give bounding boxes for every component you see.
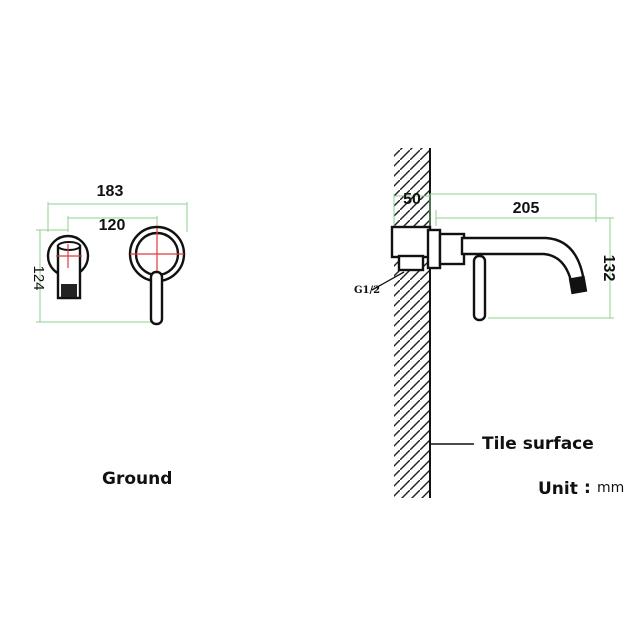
dimension-120: 120 (67, 216, 158, 234)
dim-label-132: 132 (600, 255, 617, 282)
dimension-205: 205 (430, 193, 597, 226)
dimension-132: 132 (488, 217, 617, 319)
side-view: 50 205 132 (354, 148, 624, 499)
handle-side (472, 254, 487, 322)
tile-surface-callout: Tile surface (431, 434, 594, 454)
thread-label: G1/2 (354, 285, 380, 296)
front-view: 183 120 124 (30, 183, 188, 489)
spout-side (460, 236, 588, 295)
unit-note: Unit : mm (538, 478, 624, 499)
handle-front (128, 225, 186, 326)
unit-value: mm (597, 480, 624, 496)
dim-label-120: 120 (99, 217, 126, 234)
tile-surface-label: Tile surface (482, 434, 594, 454)
dim-label-124: 124 (30, 265, 47, 290)
mixer-body (390, 225, 466, 272)
unit-label: Unit (538, 479, 578, 499)
dim-label-205: 205 (513, 200, 540, 217)
ground-label: Ground (102, 469, 172, 489)
dimension-124: 124 (30, 229, 160, 323)
dimension-50: 50 (393, 191, 431, 232)
dim-label-183: 183 (97, 183, 124, 200)
unit-separator: : (584, 478, 591, 498)
thread-callout: G1/2 (354, 271, 405, 296)
spout-front (46, 234, 90, 300)
dimension-183: 183 (47, 183, 188, 232)
dim-label-50: 50 (403, 191, 421, 208)
